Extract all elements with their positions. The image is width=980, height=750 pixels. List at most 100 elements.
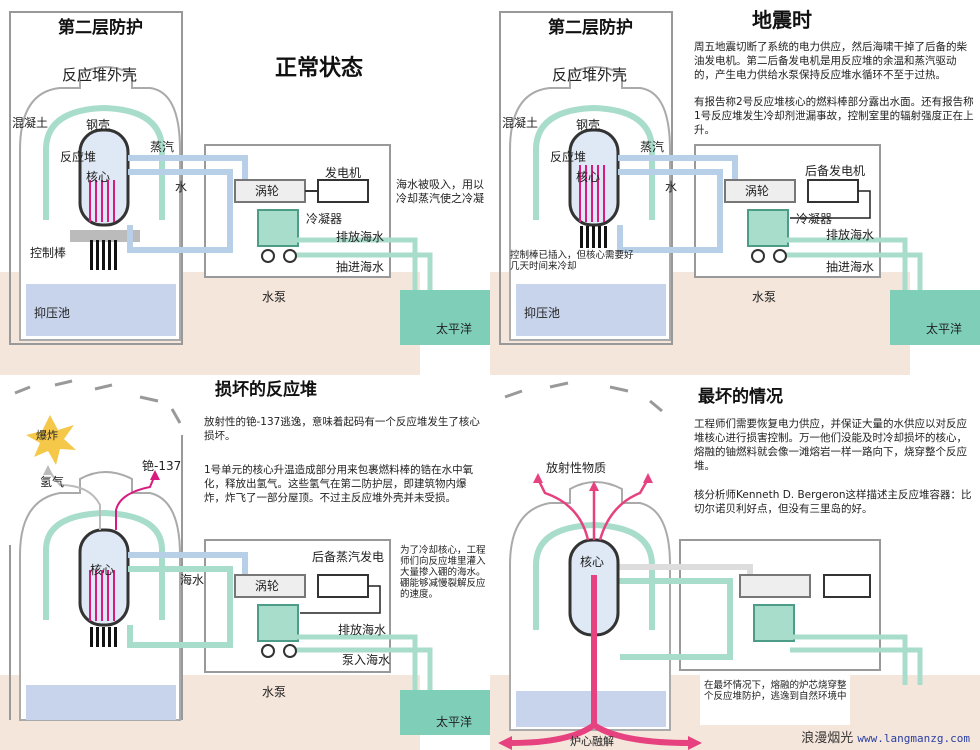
label-water: 水 xyxy=(665,180,678,194)
panel-earthquake: 第二层防护 反应堆外壳 混凝土 钢壳 反应堆 核心 蒸汽 水 涡轮 后备发电机 … xyxy=(490,0,980,375)
melt-flow xyxy=(509,575,691,746)
label-pump: 水泵 xyxy=(752,290,777,304)
steam-pipe xyxy=(618,155,738,185)
note-rods: 控制棒已插入，但核心需要好几天时间来冷却 xyxy=(510,250,634,272)
fuel-rods xyxy=(89,570,115,621)
seawater-in-pipe xyxy=(790,634,908,685)
cesium-path xyxy=(115,474,156,530)
panel-damaged: 爆炸 氢气 铯-137 核心 海水 涡轮 后备蒸汽发电 排放海水 泵入海水 水泵… xyxy=(0,375,490,750)
generator xyxy=(823,574,871,598)
ocean xyxy=(400,690,490,735)
note-boron: 为了冷却核心，工程师们向反应堆里灌入大量掺入硼的海水。硼能够减慢裂解反应的速度。 xyxy=(400,545,486,600)
label-seawater-out: 排放海水 xyxy=(336,230,385,244)
arrow-icon xyxy=(498,736,512,750)
label-steel: 钢壳 xyxy=(576,118,601,132)
pump-icon xyxy=(261,644,275,658)
label-layer2: 第二层防护 xyxy=(548,18,633,38)
paragraph-2: 有报告称2号反应堆核心的燃料棒部分露出水面。还有报告称1号反应堆发生冷却剂泄漏事… xyxy=(694,96,974,136)
water-return-pipe xyxy=(617,169,723,253)
watermark: 浪漫烟光 www.langmanzg.com xyxy=(801,727,970,746)
suppression-pool xyxy=(516,284,666,336)
label-backup-generator: 后备发电机 xyxy=(805,164,866,178)
pump-icon xyxy=(283,644,297,658)
label-ocean: 太平洋 xyxy=(436,322,473,336)
label-cesium: 铯-137 xyxy=(142,459,182,473)
watermark-cn: 浪漫烟光 xyxy=(801,731,854,746)
control-rods xyxy=(90,627,117,647)
label-shell: 反应堆外壳 xyxy=(62,66,138,84)
explosion-icon xyxy=(26,415,76,465)
condenser xyxy=(753,604,795,642)
seawater-in-pipe xyxy=(290,634,418,710)
label-turbine: 涡轮 xyxy=(255,579,280,593)
panel-title: 正常状态 xyxy=(275,56,364,81)
secondary-containment xyxy=(499,11,673,345)
reactor-vessel xyxy=(78,528,130,627)
label-pool: 抑压池 xyxy=(524,306,561,320)
ocean xyxy=(400,290,490,345)
label-rods: 控制棒 xyxy=(30,246,67,260)
secondary-containment xyxy=(9,11,183,345)
label-steam: 蒸汽 xyxy=(150,140,175,154)
label-core: 核心 xyxy=(576,170,601,184)
label-shell: 反应堆外壳 xyxy=(552,66,628,84)
label-core: 核心 xyxy=(86,170,111,184)
note-box xyxy=(700,675,850,725)
label-layer2: 第二层防护 xyxy=(58,18,143,38)
worst-diagram xyxy=(490,381,980,750)
water-pipe xyxy=(618,578,733,660)
reactor-vessel xyxy=(78,128,130,227)
arrow-icon xyxy=(150,470,160,480)
ocean xyxy=(890,290,980,345)
water-return-pipe xyxy=(127,169,233,253)
panel-title: 损坏的反应堆 xyxy=(215,380,317,400)
label-steel: 钢壳 xyxy=(86,118,111,132)
label-radioactive: 放射性物质 xyxy=(546,461,607,475)
arrow-icon xyxy=(688,736,702,750)
label-turbine: 涡轮 xyxy=(255,184,280,198)
green-loop xyxy=(533,104,655,220)
blown-roof-fragments xyxy=(14,379,182,424)
panel-worst: 放射性物质 核心 炉心融解 在最坏情况下，熔融的炉芯烧穿整个反应堆防护，逃逸到自… xyxy=(490,375,980,750)
label-condenser: 冷凝器 xyxy=(306,212,343,226)
fuel-rods xyxy=(89,180,115,222)
damaged-diagram xyxy=(0,379,490,750)
steam-pipe xyxy=(128,155,248,185)
arrow-icon xyxy=(589,481,599,491)
arrow-icon xyxy=(533,473,543,483)
note-seawater: 海水被吸入，用以冷却蒸汽使之冷凝 xyxy=(396,178,484,205)
reactor-vessel xyxy=(568,128,620,227)
pump-icon xyxy=(261,249,275,263)
power-line xyxy=(790,190,871,219)
label-ocean: 太平洋 xyxy=(436,715,473,729)
control-rods xyxy=(580,226,607,248)
hydrogen-path xyxy=(47,469,101,530)
condenser xyxy=(257,604,299,642)
label-seawater-in: 抽进海水 xyxy=(336,260,385,274)
backup-generator xyxy=(317,574,369,598)
power-line xyxy=(300,585,381,614)
pump-icon xyxy=(283,249,297,263)
normal-diagram xyxy=(0,11,490,375)
turbine xyxy=(234,574,306,598)
reactor-base xyxy=(70,230,140,242)
label-seawater-in: 泵入海水 xyxy=(342,653,391,667)
arrow-icon xyxy=(43,465,53,475)
label-backup-generator: 后备蒸汽发电 xyxy=(312,550,385,564)
label-seawater-out: 排放海水 xyxy=(338,623,387,637)
label-seawater: 海水 xyxy=(180,573,205,587)
label-core: 核心 xyxy=(580,555,605,569)
paragraph-2: 1号单元的核心升温造成部分用来包裹燃料棒的锆在水中氧化，释放出氢气。这些氢气在第… xyxy=(204,464,474,504)
label-pool: 抑压池 xyxy=(34,306,71,320)
arrow-icon xyxy=(643,473,653,483)
label-water: 水 xyxy=(175,180,188,194)
label-seawater-in: 抽进海水 xyxy=(826,260,875,274)
label-turbine: 涡轮 xyxy=(745,184,770,198)
paragraph-1: 工程师们需要恢复电力供应，并保证大量的水供应以对反应堆核心进行损害控制。万一他们… xyxy=(694,418,967,472)
label-core: 核心 xyxy=(90,563,115,577)
condenser xyxy=(747,209,789,247)
label-generator: 发电机 xyxy=(325,166,362,180)
blown-roof-fragments xyxy=(504,381,663,413)
control-rods xyxy=(90,240,117,270)
label-reactor: 反应堆 xyxy=(60,150,97,164)
